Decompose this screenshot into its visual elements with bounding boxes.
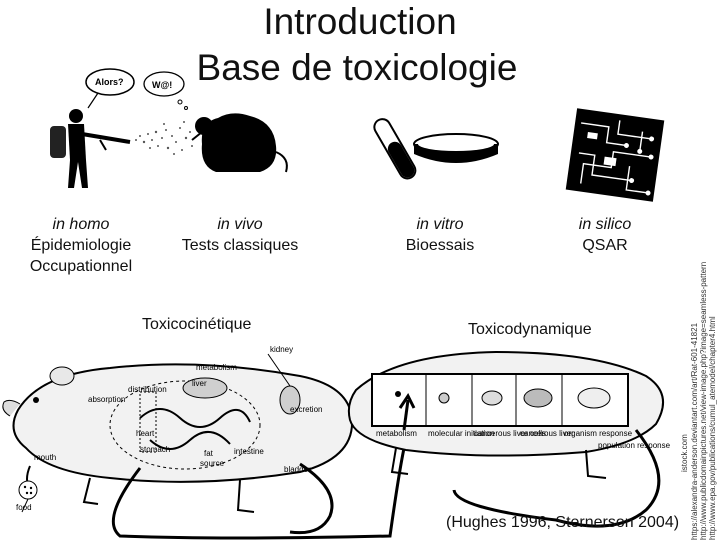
credit-1: istock.com <box>680 434 689 472</box>
excretion-label: excretion <box>290 405 322 414</box>
intestine-label: intestine <box>234 447 264 456</box>
stage-organism-response: organism response <box>564 429 633 438</box>
approach-in-homo: in homo Épidemiologie Occupationnel <box>10 214 152 277</box>
toxicodynamics-label: Toxicodynamique <box>468 321 592 338</box>
approach-sub: Tests classiques <box>181 237 299 254</box>
circuit-board-illustration <box>565 108 665 202</box>
approach-name: in vitro <box>416 216 464 233</box>
stomach-label: stomach <box>140 445 170 454</box>
mouse-illustration: W@! <box>143 71 288 173</box>
speech-bubble-mouse <box>143 71 185 97</box>
approach-sub: Épidemiologie <box>30 237 132 254</box>
stage-cancerous-liver: cancerous liver <box>520 429 574 438</box>
stage-cancerous-liver-cells: cancerous liver cells <box>474 429 546 438</box>
absorption-label: absorption <box>88 395 125 404</box>
stage-molecular-initiation: molecular initiation <box>428 429 494 438</box>
title-line-2: Base de toxicologie <box>196 47 518 88</box>
fat-label: fat <box>204 449 214 458</box>
food-label: food <box>16 503 32 512</box>
approach-sub: Bioessais <box>405 237 475 254</box>
approach-sub: Occupationnel <box>29 258 133 275</box>
heart-label: heart <box>136 429 155 438</box>
approach-in-vitro: in vitro Bioessais <box>380 214 500 256</box>
approach-name: in silico <box>578 216 632 233</box>
stage-metabolism: metabolism <box>376 429 417 438</box>
mouth-label: mouth <box>34 453 56 462</box>
test-tube-illustration <box>373 118 417 180</box>
citation: (Hughes 1996, Sternerson 2004) <box>446 514 680 531</box>
source-label: source <box>200 459 225 468</box>
toxicokinetics-label: Toxicocinétique <box>142 316 252 333</box>
stage-population-response: population response <box>598 441 671 450</box>
toxicodynamics-rat-diagram: metabolism molecular initiation cancerou… <box>347 350 671 528</box>
title-line-1: Introduction <box>263 1 457 42</box>
speech-text-human: Alors? <box>95 77 124 87</box>
approach-name: in vivo <box>217 216 263 233</box>
worker-spraying-illustration: Alors? <box>50 68 193 188</box>
approach-in-silico: in silico QSAR <box>550 214 660 256</box>
speech-text-mouse: W@! <box>152 80 172 90</box>
toxicokinetics-rat-diagram: kidney metabolism liver distribution abs… <box>2 345 410 540</box>
approach-name: in homo <box>52 216 110 233</box>
approach-in-vivo: in vivo Tests classiques <box>160 214 320 256</box>
distribution-label: distribution <box>128 385 167 394</box>
approach-sub: QSAR <box>582 237 628 254</box>
credit-3: http://www.publicdomainpictures.net/view… <box>699 261 708 540</box>
credit-2: https://alexandra-anderson.deviantart.co… <box>690 322 699 540</box>
speech-bubble-human <box>85 68 135 96</box>
petri-dish-illustration <box>413 133 499 163</box>
kidney-label: kidney <box>270 345 293 354</box>
metabolism-label: metabolism <box>196 363 237 372</box>
credit-4: http://www.epa.gov/publications/cumul_at… <box>708 316 717 540</box>
bladder-label: bladder <box>284 465 311 474</box>
liver-label: liver <box>192 379 207 388</box>
